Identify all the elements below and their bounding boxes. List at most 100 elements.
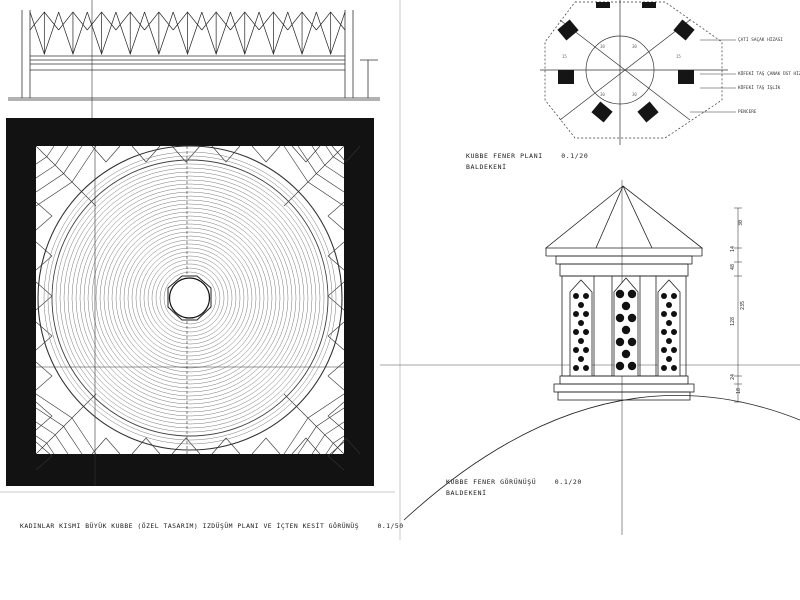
grille-dot bbox=[578, 338, 584, 344]
pendentive-facet bbox=[251, 437, 281, 455]
grille-dot bbox=[578, 356, 584, 362]
grille-dot bbox=[583, 365, 589, 371]
dome-ring bbox=[67, 175, 313, 421]
dome-ring bbox=[107, 215, 273, 381]
grille-dot bbox=[615, 337, 625, 347]
grille-dot bbox=[583, 329, 589, 335]
grille-dot bbox=[573, 329, 579, 335]
oculus bbox=[167, 275, 212, 321]
lantern-elevation bbox=[380, 180, 800, 535]
pendentive-facet bbox=[327, 441, 345, 471]
dome-ring bbox=[63, 171, 317, 425]
pendentive-facet bbox=[131, 145, 161, 163]
grille-dot bbox=[627, 361, 637, 371]
grille-dot bbox=[627, 289, 637, 299]
dome-ring bbox=[131, 239, 249, 357]
dome-axes bbox=[36, 146, 344, 486]
pendentive-facet bbox=[35, 393, 97, 455]
pendentive-facet bbox=[327, 401, 345, 431]
grille-dot bbox=[621, 349, 631, 359]
dome-ring bbox=[43, 151, 337, 445]
pendentive-facet bbox=[35, 441, 53, 471]
lantern-plan-subtitle: BALDEKENİ bbox=[466, 163, 507, 171]
dimension-label: 48 bbox=[730, 264, 736, 270]
muqarnas-frieze bbox=[29, 11, 346, 56]
pendentive-facet bbox=[35, 361, 53, 391]
pendentive-facet bbox=[35, 145, 97, 207]
pendentive-facet bbox=[291, 145, 321, 163]
dome-ring bbox=[163, 271, 217, 325]
grille-dot bbox=[573, 311, 579, 317]
grille-dot bbox=[578, 320, 584, 326]
dome-ring bbox=[95, 203, 285, 393]
sheet-divider bbox=[0, 0, 401, 540]
dome-ring bbox=[111, 219, 269, 377]
pendentive-facet bbox=[251, 145, 281, 163]
dimension-label: 30 bbox=[738, 220, 744, 226]
dome-ring bbox=[147, 255, 233, 341]
pendentive-facet bbox=[211, 437, 241, 455]
svg-text:15: 15 bbox=[676, 54, 681, 59]
grille-dot bbox=[615, 313, 625, 323]
callout-stone-bowl-top: KÖFEKİ TAŞ ÇANAK ÜST HİZA bbox=[738, 70, 800, 77]
pendentive-facet bbox=[283, 393, 345, 455]
dome-ring bbox=[119, 227, 261, 369]
dome-ring bbox=[83, 191, 297, 405]
dome-ring bbox=[151, 259, 229, 337]
grille-dot bbox=[583, 311, 589, 317]
grille-dot bbox=[573, 293, 579, 299]
dome-ring bbox=[155, 263, 225, 333]
dome-ring bbox=[143, 251, 237, 345]
pendentive-facet bbox=[171, 145, 201, 163]
lantern-elevation-title: KUBBE FENER GÖRÜNÜŞÜ bbox=[446, 478, 537, 486]
grille-dot bbox=[671, 293, 677, 299]
dome-ring bbox=[47, 155, 333, 441]
dome-ring bbox=[139, 247, 241, 349]
dome-ring bbox=[71, 179, 309, 417]
pendentive-facet bbox=[171, 437, 201, 455]
pendentive-facet bbox=[131, 437, 161, 455]
grille-dot bbox=[666, 356, 672, 362]
grille-dot bbox=[615, 289, 625, 299]
grille-dot bbox=[661, 365, 667, 371]
main-caption-title: KADINLAR KISMI BÜYÜK KUBBE (ÖZEL TASARIM… bbox=[20, 522, 360, 530]
grille-dot bbox=[573, 347, 579, 353]
window-grille-dots bbox=[573, 289, 677, 371]
dimension-label: 14 bbox=[730, 246, 736, 252]
dome-ring bbox=[103, 211, 277, 385]
pendentive-facet bbox=[35, 201, 53, 231]
grille-dot bbox=[627, 313, 637, 323]
dome-ring bbox=[75, 183, 305, 413]
dome-ring bbox=[51, 159, 329, 437]
dome-concentric-rings bbox=[37, 145, 343, 451]
grille-dot bbox=[661, 311, 667, 317]
pendentive-facet bbox=[35, 401, 53, 431]
pendentive-facet bbox=[35, 321, 53, 351]
grille-dot bbox=[661, 293, 667, 299]
pendentive-facet bbox=[91, 437, 121, 455]
dome-ring bbox=[79, 187, 301, 409]
lantern-plan-title: KUBBE FENER PLANI bbox=[466, 152, 543, 160]
dome-section-elevation bbox=[8, 0, 380, 118]
lantern-plan-caption: KUBBE FENER PLANI 0.1/20 BALDEKENİ bbox=[466, 152, 588, 171]
pendentive-facet bbox=[327, 201, 345, 231]
pendentive-facet bbox=[211, 145, 241, 163]
svg-text:30: 30 bbox=[632, 92, 637, 97]
grille-dot bbox=[671, 329, 677, 335]
dome-ring bbox=[127, 235, 253, 361]
grille-dot bbox=[621, 325, 631, 335]
svg-text:15: 15 bbox=[562, 54, 567, 59]
grille-dot bbox=[661, 347, 667, 353]
callout-window: PENCERE bbox=[738, 109, 757, 115]
svg-text:30: 30 bbox=[600, 92, 605, 97]
dome-ring bbox=[135, 243, 245, 353]
callout-stone-work: KÖFEKİ TAŞ İŞLİK bbox=[738, 84, 781, 91]
pendentive-facet bbox=[283, 145, 345, 207]
grille-dot bbox=[583, 293, 589, 299]
dome-ring bbox=[37, 145, 343, 451]
grille-dot bbox=[583, 347, 589, 353]
main-caption: KADINLAR KISMI BÜYÜK KUBBE (ÖZEL TASARIM… bbox=[20, 522, 404, 530]
grille-dot bbox=[671, 311, 677, 317]
